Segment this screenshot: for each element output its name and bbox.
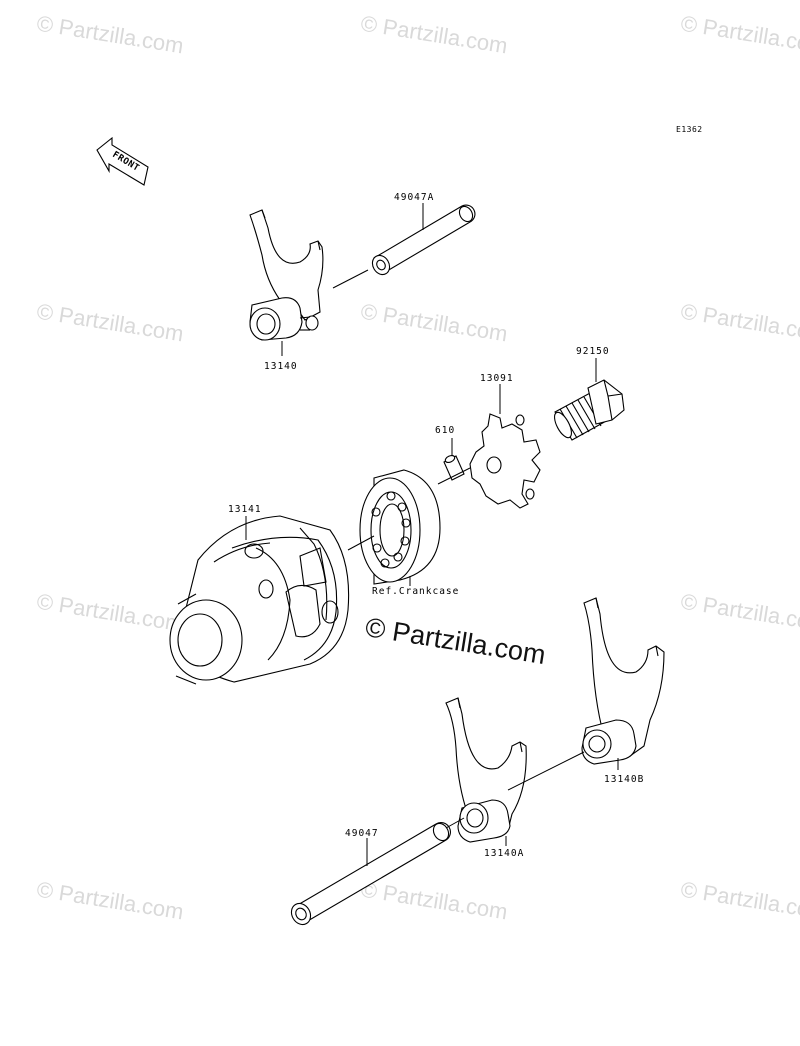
shaft-49047[interactable] [288,821,452,928]
part-label-49047: 49047 [345,828,379,839]
front-arrow-icon: FRONT [96,136,149,186]
part-label-13141: 13141 [228,504,262,515]
reference-note: Ref.Crankcase [372,586,459,597]
shift-fork-13140B[interactable] [581,597,665,765]
part-label-13140B: 13140B [604,774,644,785]
part-label-49047A: 49047A [394,192,434,203]
part-label-13140: 13140 [264,361,298,372]
shaft-49047A[interactable] [369,204,476,278]
part-label-13140A: 13140A [484,848,524,859]
diagram-code: E1362 [676,125,703,134]
bearing-ref-crankcase[interactable] [359,469,441,585]
shift-fork-13140A[interactable] [445,697,527,843]
part-label-92150: 92150 [576,346,610,357]
shift-drum-13141[interactable] [169,515,350,685]
shift-fork-13140[interactable] [249,209,324,341]
part-label-13091: 13091 [480,373,514,384]
shift-drum-cam-13091[interactable] [469,413,541,509]
part-label-610: 610 [435,425,455,436]
bolt-92150[interactable] [551,379,625,441]
